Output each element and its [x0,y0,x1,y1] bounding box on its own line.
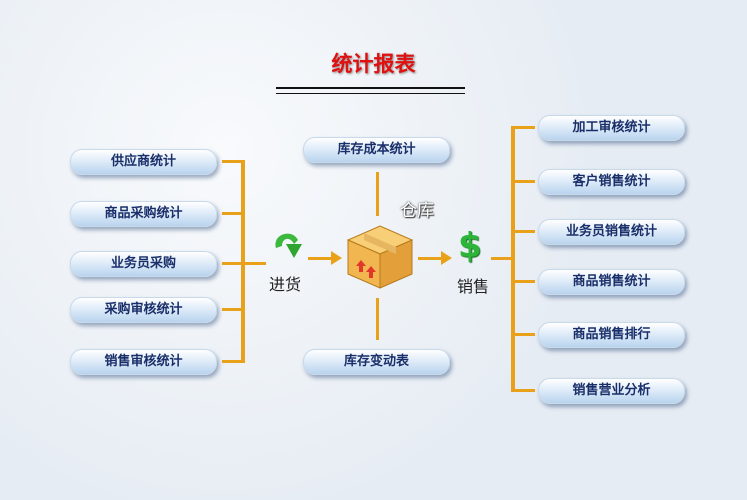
processing-audit-stats-button[interactable]: 加工审核统计 [538,115,685,141]
connector [222,160,244,163]
sales-business-analysis-button[interactable]: 销售营业分析 [538,378,685,404]
connector [222,262,244,265]
salesperson-sales-stats-button[interactable]: 业务员销售统计 [538,219,685,245]
connector [222,308,244,311]
salesperson-purchase-button[interactable]: 业务员采购 [70,251,217,277]
product-sales-ranking-button[interactable]: 商品销售排行 [538,322,685,348]
connector [513,333,535,336]
left-bracket [241,160,245,363]
connector [513,389,535,392]
connector [376,298,379,340]
connector [222,212,244,215]
connector [376,172,379,216]
sales-audit-stats-button[interactable]: 销售审核统计 [70,349,217,375]
green-curved-arrow-icon [275,233,302,258]
cardboard-box-icon [346,225,414,289]
arrow-right-icon [441,251,452,265]
title-underline [276,87,465,94]
connector [513,126,535,129]
connector [513,230,535,233]
product-sales-stats-button[interactable]: 商品销售统计 [538,269,685,295]
arrow-right-icon [331,251,342,265]
connector [418,257,442,260]
supplier-stats-button[interactable]: 供应商统计 [70,149,217,175]
right-bracket [511,126,515,392]
inventory-cost-stats-button[interactable]: 库存成本统计 [303,137,450,163]
purchase-audit-stats-button[interactable]: 采购审核统计 [70,297,217,323]
connector [308,257,332,260]
warehouse-label: 仓库 [400,201,434,221]
connector [491,257,513,260]
connector [244,262,266,265]
dollar-sign-icon: $ [458,226,482,266]
connector [222,360,244,363]
page-title: 统计报表 [331,52,416,76]
inventory-change-button[interactable]: 库存变动表 [303,349,450,375]
customer-sales-stats-button[interactable]: 客户销售统计 [538,169,685,195]
product-purchase-stats-button[interactable]: 商品采购统计 [70,201,217,227]
sales-label: 销售 [457,277,490,296]
connector [513,180,535,183]
purchase-label: 进货 [269,275,302,294]
connector [513,280,535,283]
